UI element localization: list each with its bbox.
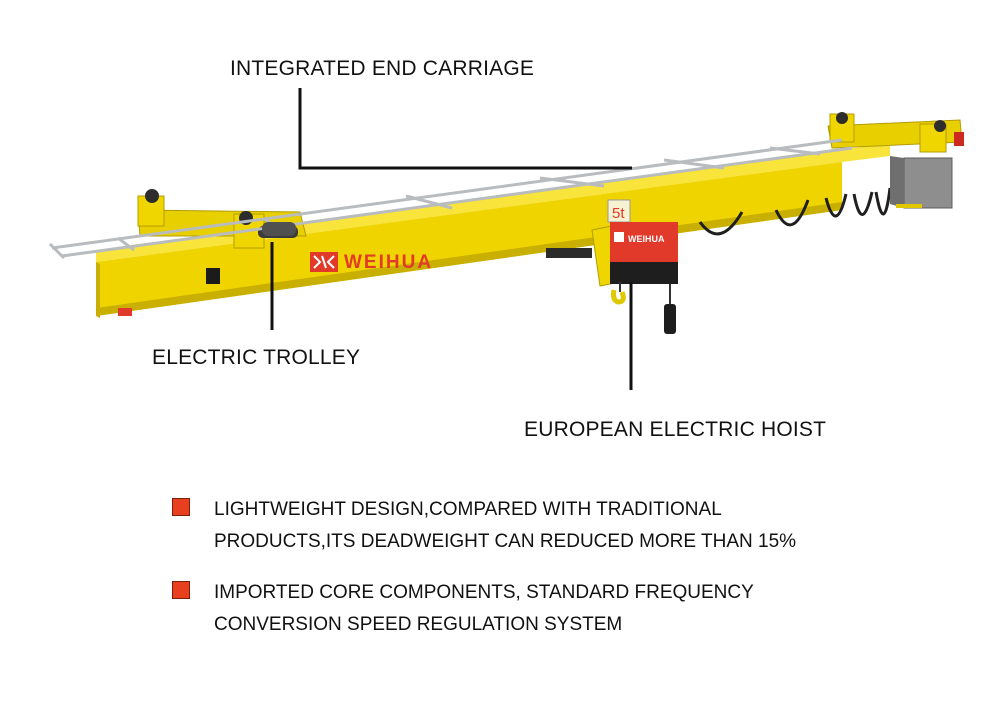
bullet-square-icon [172, 581, 190, 599]
bullet-square-icon [172, 498, 190, 516]
girder-end-plate [96, 262, 100, 318]
trolley-motor [262, 222, 296, 236]
capacity-plate: 5t [607, 199, 631, 223]
callout-european-electric-hoist: EUROPEAN ELECTRIC HOIST [524, 418, 827, 441]
callout-lines [270, 88, 633, 390]
feature-text: LIGHTWEIGHT DESIGN,COMPARED WITH TRADITI… [214, 499, 797, 552]
girder-inspection-hatch [206, 268, 220, 284]
festoon-cables [698, 187, 892, 236]
electric-hoist: WEIHUA [546, 222, 678, 334]
right-end-carriage [827, 112, 964, 153]
control-panel-box [890, 156, 953, 209]
svg-text:5t: 5t [612, 205, 625, 222]
callout-integrated-end-carriage: INTEGRATED END CARRIAGE [230, 57, 535, 80]
girder-front-face [96, 162, 842, 316]
girder-brand-text: WEIHUA [344, 252, 433, 273]
weihua-logo: WEIHUA [310, 252, 433, 273]
feature-text: IMPORTED CORE COMPONENTS, STANDARD FREQU… [214, 582, 754, 635]
girder-end-light [118, 308, 132, 316]
hoist-brand-text: WEIHUA [628, 234, 665, 244]
callout-electric-trolley: ELECTRIC TROLLEY [152, 346, 361, 369]
